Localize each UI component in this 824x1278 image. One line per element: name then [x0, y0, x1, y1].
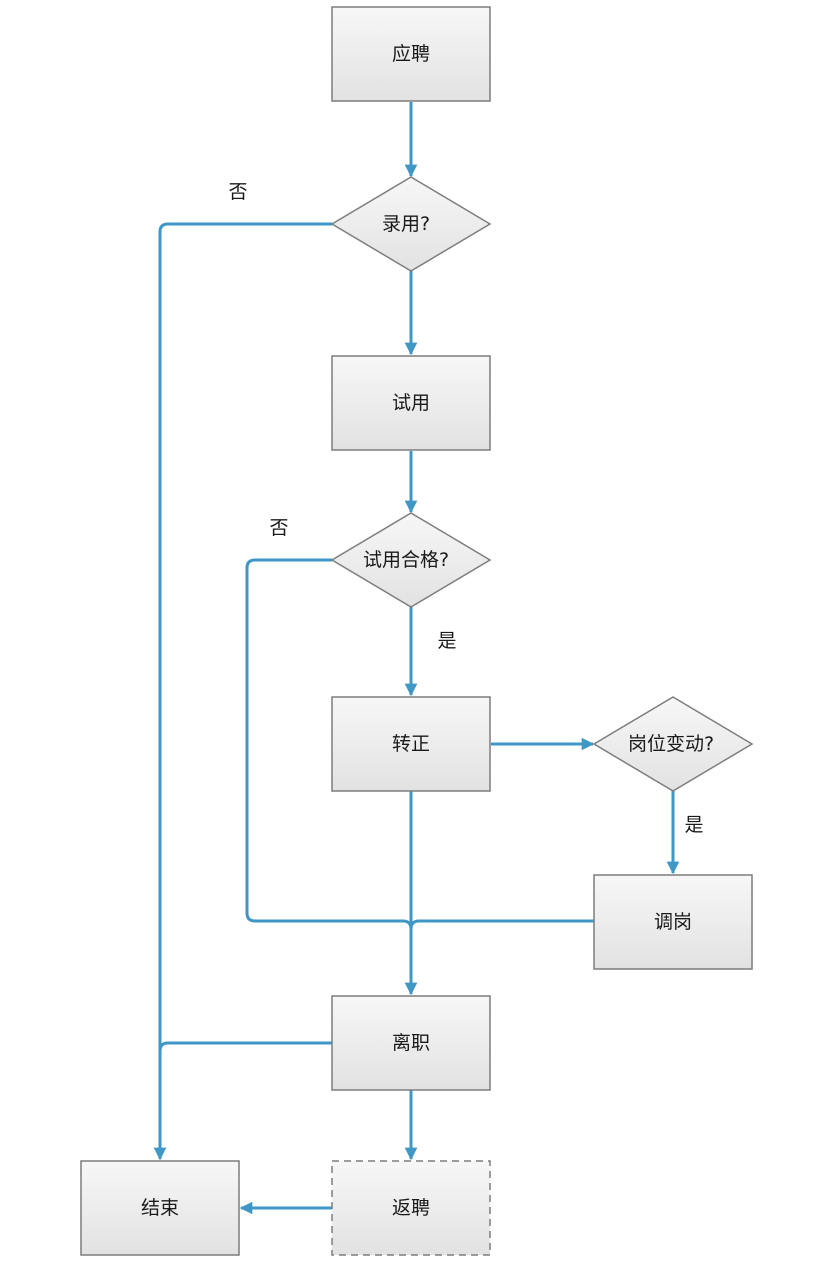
node-probation-box	[331, 355, 491, 451]
edge-resign-to-end	[158, 1041, 332, 1052]
edge-transfer-to-resign	[409, 919, 594, 930]
edges	[153, 102, 680, 1215]
node-probation-pass-label: 试用合格?	[363, 549, 449, 571]
node-rehire: 返聘	[331, 1160, 491, 1256]
edge-hired-no-to-end	[153, 222, 332, 1161]
node-hired-decision: 录用?	[330, 176, 492, 272]
node-probation-label: 试用	[392, 392, 430, 414]
node-apply: 应聘	[331, 6, 491, 102]
node-resign-box	[331, 995, 491, 1091]
node-resign: 离职	[331, 995, 491, 1091]
node-transfer: 调岗	[593, 874, 753, 970]
node-probation-pass-diamond	[330, 512, 492, 608]
node-probation: 试用	[331, 355, 491, 451]
node-hired-decision-diamond	[330, 176, 492, 272]
node-end: 结束	[80, 1160, 240, 1256]
node-hired-decision-label: 录用?	[382, 213, 430, 235]
node-position-change-decision: 岗位变动?	[592, 696, 754, 792]
node-position-change-diamond	[592, 696, 754, 792]
node-regularize-box	[331, 696, 491, 792]
label-probation-no: 否	[269, 517, 288, 539]
node-rehire-label: 返聘	[392, 1197, 430, 1219]
edge-labels: 否 否 是 是	[228, 181, 703, 836]
node-rehire-box	[331, 1160, 491, 1256]
node-end-box	[80, 1160, 240, 1256]
node-probation-pass-decision: 试用合格?	[330, 512, 492, 608]
node-resign-label: 离职	[392, 1032, 430, 1054]
node-apply-box	[331, 6, 491, 102]
label-hired-no: 否	[228, 181, 247, 203]
label-position-change-yes: 是	[684, 814, 703, 836]
edge-pass-no-to-resign	[245, 558, 413, 930]
node-apply-label: 应聘	[392, 43, 430, 65]
node-transfer-label: 调岗	[654, 911, 692, 933]
node-regularize-label: 转正	[392, 733, 430, 755]
node-position-change-label: 岗位变动?	[628, 733, 714, 755]
node-end-label: 结束	[141, 1197, 179, 1219]
node-transfer-box	[593, 874, 753, 970]
node-regularize: 转正	[331, 696, 491, 792]
label-probation-yes: 是	[437, 630, 456, 652]
